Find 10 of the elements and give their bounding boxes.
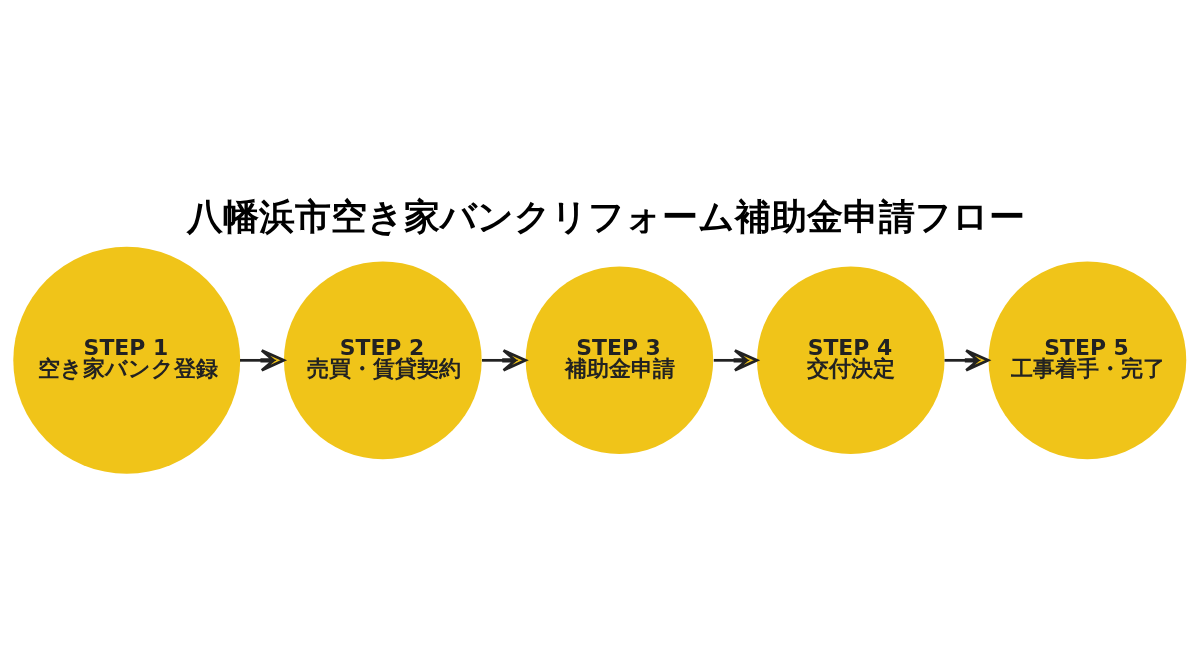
node-circle: STEP 5 工事着手・完了 bbox=[988, 261, 1187, 460]
arrow bbox=[482, 349, 527, 372]
arrow bbox=[239, 349, 286, 372]
arrow bbox=[713, 349, 759, 372]
arrow bbox=[944, 349, 990, 372]
node-circle: STEP 4 交付決定 bbox=[757, 266, 945, 455]
node-circle: STEP 3 補助金申請 bbox=[525, 266, 714, 455]
node-circle: STEP 1 空き家バンク登録 bbox=[13, 246, 241, 474]
node-circle: STEP 2 売買・賃貸契約 bbox=[283, 261, 482, 460]
diagram-title: 八幡浜市空き家バンクリフォーム補助金申請フロー bbox=[186, 196, 1025, 238]
